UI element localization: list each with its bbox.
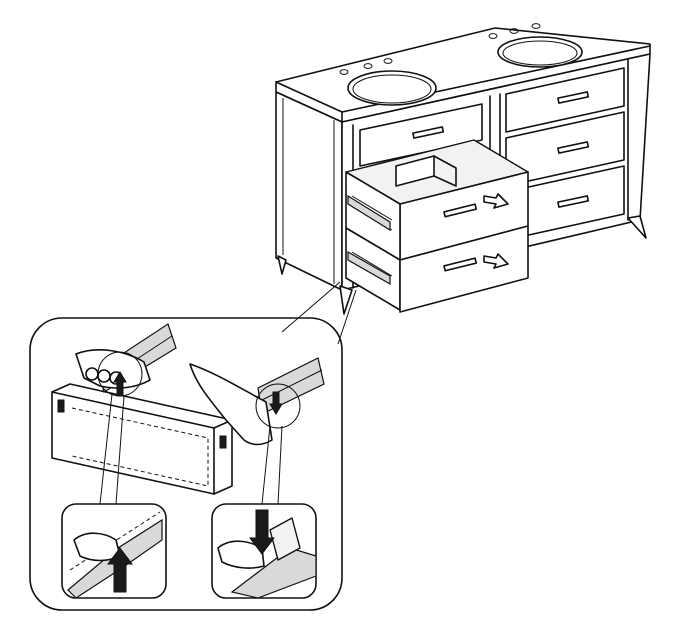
inset-leader (99, 393, 113, 505)
drawer-handle (412, 126, 445, 139)
lift-arrow-icon (107, 547, 133, 593)
slide-clip-left (57, 399, 65, 413)
drawer-handle (557, 91, 590, 104)
cabinet-leg (277, 255, 287, 275)
inset-leader (261, 425, 271, 505)
left-sink-basin (347, 70, 437, 106)
pull-arrow-icon (483, 193, 509, 209)
drawer-box (51, 391, 215, 495)
vanity-cabinet (275, 23, 651, 345)
drawer-slide-left (347, 194, 391, 232)
press-arrow-icon (269, 391, 283, 415)
open-lower-drawer (345, 225, 529, 313)
cabinet-leg (339, 285, 353, 315)
detail-frame (29, 317, 343, 611)
inset-press-lever (211, 503, 317, 599)
inset-leader (277, 425, 283, 505)
right-hand (189, 363, 273, 446)
right-sink-basin (497, 36, 583, 68)
drawer-handle (557, 141, 590, 154)
open-upper-drawer (345, 139, 529, 261)
faucet-holes (339, 23, 541, 75)
press-arrow-icon (249, 509, 275, 555)
drawer-handle (443, 203, 478, 218)
drawer-handle (443, 257, 478, 272)
inset-leader (115, 395, 125, 505)
detail-callout (29, 317, 343, 611)
cabinet-leg (627, 215, 647, 239)
callout-leader (337, 289, 357, 345)
inset-lift-lever (61, 503, 167, 599)
magnifier-right (255, 383, 301, 429)
pull-arrow-icon (483, 253, 509, 269)
drawer-handle (557, 195, 590, 208)
lift-arrow-icon (113, 371, 127, 397)
callout-leader (281, 281, 341, 333)
drawer-slide-left (347, 250, 391, 286)
slide-clip-right (219, 435, 227, 449)
